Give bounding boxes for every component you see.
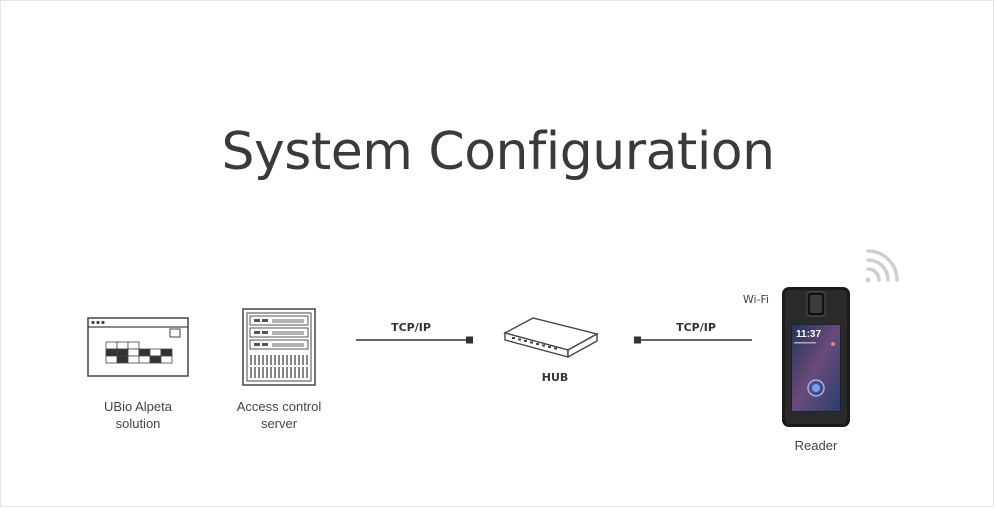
- left-tcpip-label: TCP/IP: [391, 321, 431, 334]
- wifi-label: Wi-Fi: [742, 293, 770, 306]
- hub-label: HUB: [541, 371, 569, 384]
- diagram-title: System Configuration: [221, 122, 775, 182]
- server-label-line1: Access control: [236, 399, 322, 414]
- reader-device-icon: [782, 287, 850, 427]
- right-tcpip-link: [634, 336, 752, 344]
- reader-clock: 11:37: [796, 329, 822, 340]
- server-label: Access control server: [219, 398, 339, 432]
- right-tcpip-label: TCP/IP: [676, 321, 716, 334]
- hub-icon: [503, 317, 599, 359]
- solution-label-line2: solution: [115, 416, 161, 431]
- server-label-line2: server: [260, 416, 298, 431]
- server-rack-icon: [242, 308, 316, 386]
- wifi-signal-icon: [865, 249, 899, 283]
- solution-label: UBio Alpeta solution: [78, 398, 198, 432]
- reader-label: Reader: [794, 438, 838, 453]
- left-tcpip-link: [356, 336, 473, 344]
- software-window-icon: [87, 317, 189, 377]
- solution-label-line1: UBio Alpeta: [104, 399, 172, 414]
